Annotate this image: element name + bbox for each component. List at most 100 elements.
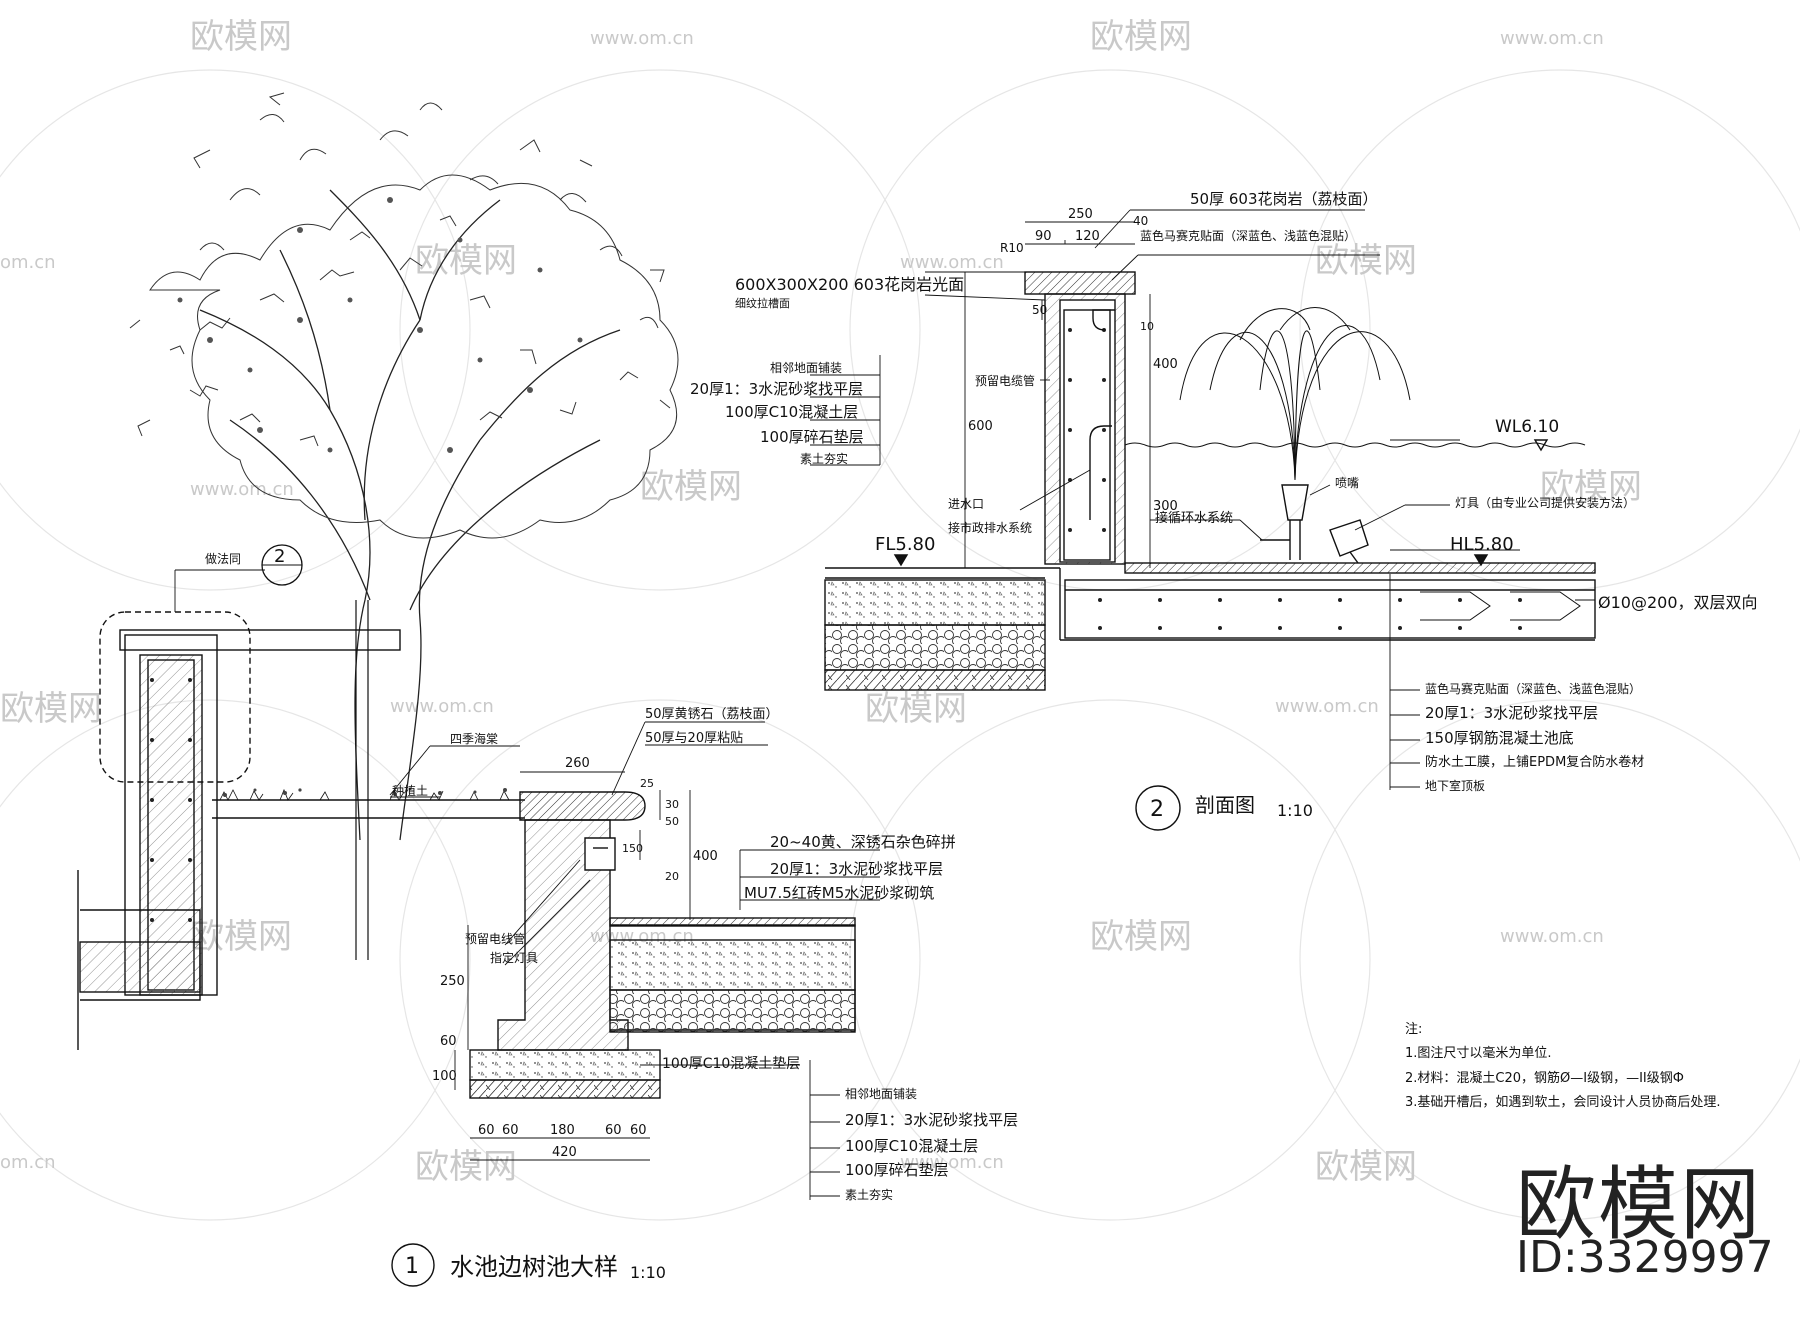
lamp-label: 灯具（由专业公司提供安装方法） (1455, 495, 1635, 510)
soil-label: 种植土 (392, 783, 428, 798)
ground-layer-label: 20厚1：3水泥砂浆找平层 (845, 1111, 1018, 1129)
watermark-url: www.om.cn (1500, 28, 1604, 49)
detail2-leaders (810, 209, 1595, 790)
water-level: WL6.10 (1495, 417, 1559, 437)
notes-heading: 注: (1405, 1022, 1422, 1037)
watermark-brand: 欧模网 (190, 917, 292, 957)
watermark-brand: 欧模网 (640, 467, 742, 507)
dim-text: 100 (432, 1069, 457, 1084)
watermark-brand: 欧模网 (1090, 17, 1192, 57)
mosaic-label: 蓝色马赛克贴面（深蓝色、浅蓝色混贴） (1140, 228, 1356, 243)
detail1-leaders (174, 569, 880, 1200)
detail1-scale: 1:10 (630, 1263, 666, 1282)
recirc-label: 接循环水系统 (1155, 510, 1233, 526)
cap-top-label: 50厚黄锈石（荔枝面） (645, 707, 779, 722)
left-layer-label: 相邻地面铺装 (770, 361, 842, 375)
found-label: 100厚C10混凝土垫层 (662, 1056, 800, 1072)
watermark-brand: 欧模网 (190, 17, 292, 57)
dim-text: 60 (440, 1034, 457, 1049)
dim-text: 60 (630, 1123, 647, 1138)
slab-label: 600X300X200 603花岗岩光面 (735, 275, 964, 294)
dim-text: 260 (565, 756, 590, 771)
dim-text: 25 (640, 777, 654, 790)
watermark-url: om.cn (0, 1152, 56, 1173)
detail2-title: 剖面图 (1195, 793, 1255, 817)
dim-text: 600 (968, 419, 993, 434)
dim-text: 40 (1133, 214, 1148, 228)
dim-text: 250 (1068, 207, 1093, 222)
dim-text: 50 (1032, 303, 1047, 317)
ground-layer-label: 素土夯实 (845, 1187, 893, 1202)
ground-layer-label: 100厚碎石垫层 (845, 1161, 949, 1179)
dim-text: 30 (665, 798, 679, 811)
detail1-planter (77, 600, 856, 1099)
floor-level: FL5.80 (875, 534, 935, 555)
watermark-brand: 欧模网 (0, 689, 102, 729)
dim-text: 420 (552, 1145, 577, 1160)
pipe-label: 预留电线管 (465, 931, 525, 946)
watermark-brand: 欧模网 (415, 1147, 517, 1187)
left-layer-label: 100厚碎石垫层 (760, 428, 864, 446)
detail2-labels: 50厚 603花岗岩（荔枝面） 蓝色马赛克贴面（深蓝色、浅蓝色混贴） 600X3… (690, 190, 1758, 831)
drain-label: 接市政排水系统 (948, 520, 1032, 535)
layer-label: 20~40黄、深锈石杂色碎拼 (770, 833, 956, 851)
watermark-url: www.om.cn (390, 696, 494, 717)
dim-text: 120 (1075, 229, 1100, 244)
pipe-label: 指定灯具 (490, 950, 538, 965)
coping-label: 50厚 603花岗岩（荔枝面） (1190, 190, 1378, 208)
bottom-layer-label: 防水土工膜，上铺EPDM复合防水卷材 (1425, 754, 1644, 770)
dim-text: 50 (665, 815, 679, 828)
ground-layer-label: 相邻地面铺装 (845, 1087, 917, 1101)
detail2-number-bubble (1135, 785, 1181, 831)
bottom-layer-label: 蓝色马赛克贴面（深蓝色、浅蓝色混贴） (1425, 681, 1641, 696)
left-layer-label: 20厚1：3水泥砂浆找平层 (690, 380, 863, 398)
notes-block: 注: 1.图注尺寸以毫米为单位. 2.材料：混凝土C20，钢筋Ø—I级钢，—II… (1405, 1022, 1721, 1110)
conduit-label: 预留电缆管 (975, 373, 1035, 388)
detail2-scale: 1:10 (1277, 801, 1313, 820)
watermark-url: om.cn (0, 252, 56, 273)
dim-text: 400 (693, 849, 718, 864)
dim-text: 60 (605, 1123, 622, 1138)
ref-label: 做法同 (205, 551, 241, 566)
brand-id: ID:3329997 (1516, 1232, 1774, 1283)
dim-text: 10 (1140, 320, 1154, 333)
dim-text: 20 (665, 870, 679, 883)
watermark-url: www.om.cn (900, 252, 1004, 273)
watermark-brand: 欧模网 (415, 241, 517, 281)
dim-text: 150 (622, 842, 643, 855)
watermark-brand: 欧模网 (1540, 467, 1642, 507)
watermark-url: www.om.cn (590, 28, 694, 49)
dim-text: 60 (502, 1123, 519, 1138)
watermark-url: www.om.cn (1500, 926, 1604, 947)
watermark-url: www.om.cn (900, 1152, 1004, 1173)
layer-label: 20厚1：3水泥砂浆找平层 (770, 860, 943, 878)
layer-label: MU7.5红砖M5水泥砂浆砌筑 (744, 884, 934, 902)
note-item: 3.基础开槽后，如遇到软土，会同设计人员协商后处理. (1405, 1094, 1721, 1110)
detail1-labels: 2 做法同 四季海棠 种植土 50厚黄锈石（荔枝面） 50厚与20厚粘贴 20~… (205, 544, 1018, 1287)
watermark-brand: 欧模网 (865, 689, 967, 729)
detail1-number-bubble (391, 1243, 435, 1287)
watermark-layer: 欧模网 欧模网 www.om.cn www.om.cn 欧模网 欧模网 om.c… (0, 17, 1800, 1221)
watermark-brand: 欧模网 (1315, 1147, 1417, 1187)
detail2-pool-section (824, 271, 1596, 691)
ref-number: 2 (274, 546, 285, 567)
brand-logo: 欧模网 (1516, 1158, 1762, 1251)
dim-text: R10 (1000, 241, 1024, 255)
detail1-number: 1 (405, 1254, 419, 1279)
dim-text: 90 (1035, 229, 1052, 244)
dim-text: 400 (1153, 357, 1178, 372)
ground-layer-label: 100厚C10混凝土层 (845, 1137, 978, 1155)
left-layer-label: 100厚C10混凝土层 (725, 403, 858, 421)
detail1-title: 水池边树池大样 (450, 1253, 618, 1281)
dim-text: 180 (550, 1123, 575, 1138)
left-layer-label: 素土夯实 (800, 451, 848, 466)
watermark-brand: 欧模网 (1090, 917, 1192, 957)
detail2-number: 2 (1150, 797, 1164, 822)
dim-text: 60 (478, 1123, 495, 1138)
tree-drawing (129, 92, 679, 841)
bottom-layer-label: 150厚钢筋混凝土池底 (1425, 729, 1574, 747)
pool-level: HL5.80 (1450, 534, 1514, 555)
watermark-brand: 欧模网 (1315, 241, 1417, 281)
